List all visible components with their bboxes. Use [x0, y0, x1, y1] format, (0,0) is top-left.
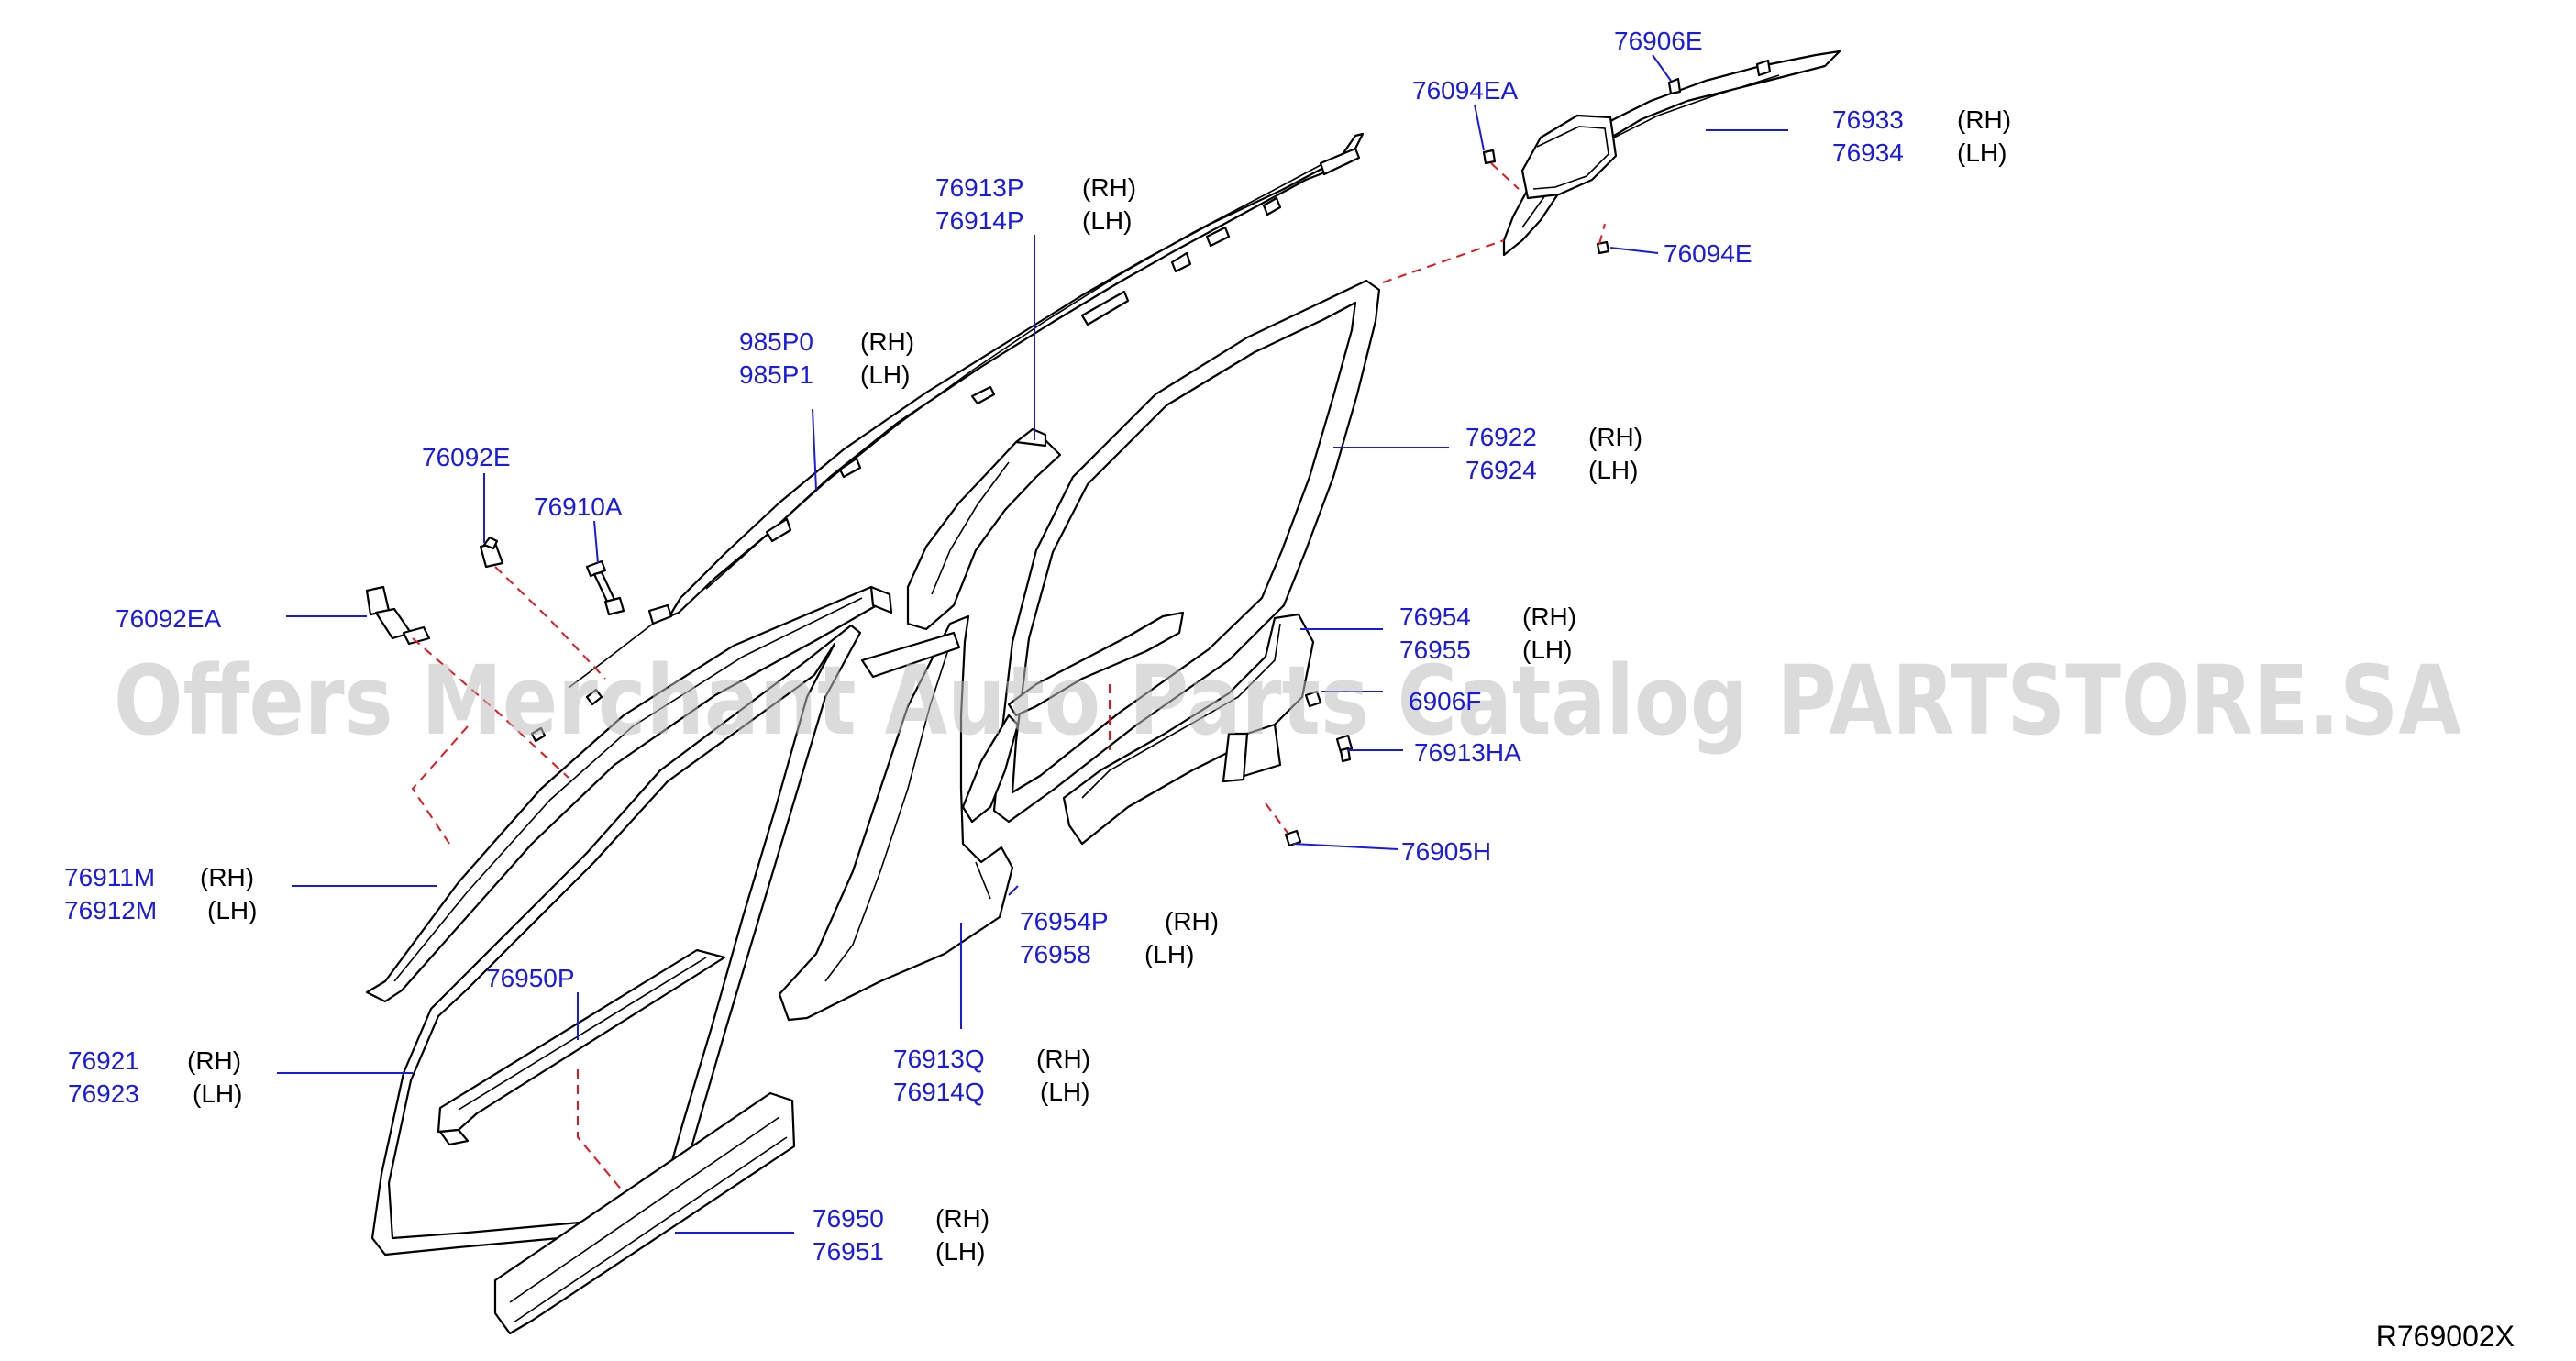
label-76951: 76951 [813, 1237, 884, 1266]
label-76913HA: 76913HA [1414, 738, 1521, 767]
label-76914Q: 76914Q [893, 1078, 985, 1106]
label-985P0: 985P0 [739, 327, 813, 356]
watermark: Offers Merchant Auto Parts Catalog PARTS… [114, 645, 2461, 757]
clip-76092E [479, 536, 504, 569]
label-6906F: 6906F [1409, 687, 1481, 715]
label-76924-side: (LH) [1588, 456, 1638, 484]
clip-76094EA [1482, 149, 1497, 165]
rear-kicking-plate [1062, 613, 1315, 846]
label-76958: 76958 [1020, 940, 1091, 968]
leader-lines [277, 54, 1788, 1234]
label-76092E: 76092E [422, 443, 511, 471]
label-76913P-side: (RH) [1082, 173, 1136, 202]
label-76906E: 76906E [1614, 27, 1703, 55]
label-76954-side: (RH) [1522, 603, 1576, 631]
label-76913Q: 76913Q [893, 1045, 985, 1073]
label-76905H: 76905H [1401, 837, 1491, 866]
label-76954P-side: (RH) [1165, 907, 1219, 935]
rear-inner-sill [961, 611, 1185, 824]
front-pillar-garnish [365, 585, 893, 1003]
front-step-plate [493, 1091, 796, 1335]
diagram-code: R769002X [2376, 1320, 2515, 1353]
screw-76905H [1284, 829, 1302, 847]
phantom-lines [411, 162, 1606, 1193]
clip-76906E [1667, 77, 1682, 95]
label-76950P: 76950P [486, 964, 575, 992]
label-76955-side: (LH) [1522, 636, 1572, 664]
label-76934-side: (LH) [1957, 138, 2007, 167]
label-76911M: 76911M [64, 863, 155, 891]
label-76911M-side: (RH) [200, 863, 254, 891]
label-76914P: 76914P [935, 206, 1024, 235]
label-76954: 76954 [1399, 603, 1471, 631]
label-76951-side: (LH) [935, 1237, 985, 1266]
label-76921: 76921 [68, 1046, 139, 1075]
label-76933-side: (RH) [1957, 105, 2011, 134]
curtain-airbag [530, 132, 1365, 743]
label-76094E: 76094E [1664, 239, 1752, 268]
label-76094EA: 76094EA [1412, 76, 1519, 105]
label-985P1-side: (LH) [860, 360, 910, 389]
label-76934: 76934 [1832, 138, 1904, 167]
label-76910A: 76910A [534, 492, 623, 521]
clip-76094E [1596, 240, 1610, 255]
label-76958-side: (LH) [1144, 940, 1194, 968]
label-76923: 76923 [68, 1079, 139, 1108]
label-76954P: 76954P [1020, 907, 1109, 935]
front-kicking-plate [437, 948, 726, 1146]
label-76914P-side: (LH) [1082, 206, 1132, 235]
clip-76092EA [365, 585, 431, 646]
label-76924: 76924 [1465, 456, 1537, 484]
label-985P0-side: (RH) [860, 327, 914, 356]
label-76914Q-side: (LH) [1040, 1078, 1089, 1106]
label-76922: 76922 [1465, 423, 1537, 451]
clip-6906F [1304, 690, 1322, 708]
label-76922-side: (RH) [1588, 423, 1642, 451]
clip-76913HA [1335, 734, 1354, 763]
bolt-76910A [585, 559, 625, 616]
label-76913Q-side: (RH) [1036, 1045, 1090, 1073]
label-76913P: 76913P [935, 173, 1024, 202]
label-76921-side: (RH) [187, 1046, 241, 1075]
rear-pillar-garnish [1502, 50, 1841, 257]
label-76950-side: (RH) [935, 1204, 989, 1233]
label-76912M-side: (LH) [207, 896, 257, 924]
label-76092EA: 76092EA [116, 604, 222, 633]
label-76933: 76933 [1832, 105, 1904, 134]
callout-labels: 76906E 76094EA 76933 (RH) 76934 (LH) 760… [64, 27, 2011, 1266]
center-pillar-upper-garnish [906, 427, 1062, 631]
label-985P1: 985P1 [739, 360, 813, 389]
label-76950: 76950 [813, 1204, 884, 1233]
label-76955: 76955 [1399, 636, 1471, 664]
label-76923-side: (LH) [193, 1079, 242, 1108]
center-pillar-lower-garnish [778, 614, 1014, 1022]
label-76912M: 76912M [64, 896, 157, 924]
